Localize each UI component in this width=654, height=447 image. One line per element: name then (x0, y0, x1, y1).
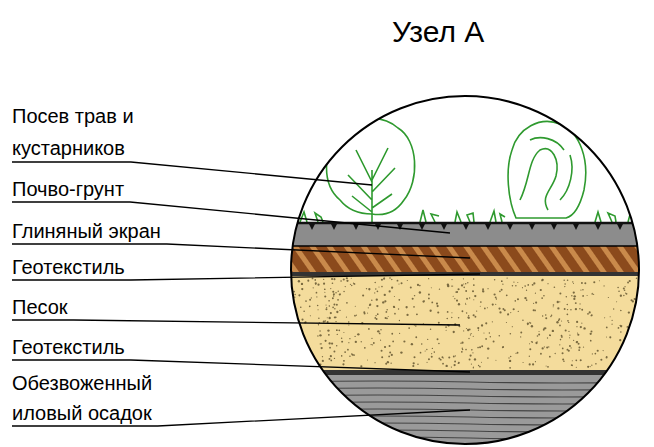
layer-label: Геотекстиль (12, 332, 252, 362)
leader-line (12, 320, 460, 325)
detail-circle (291, 96, 639, 444)
layer-label: Глиняный экран (12, 216, 252, 246)
layer-label: Почво-грунт (12, 174, 232, 204)
plants (300, 119, 633, 222)
layer-label: Посев трав и кустарников (12, 100, 212, 164)
layer-label: Обезвоженный иловый осадок (12, 368, 202, 428)
layer-label: Песок (12, 292, 252, 322)
leader-line (12, 360, 470, 372)
layer-label: Геотекстиль (12, 252, 252, 282)
title: Узел А (392, 14, 484, 50)
soil-layer (280, 222, 654, 246)
leader-line (12, 244, 470, 258)
clay-layer (280, 246, 654, 272)
